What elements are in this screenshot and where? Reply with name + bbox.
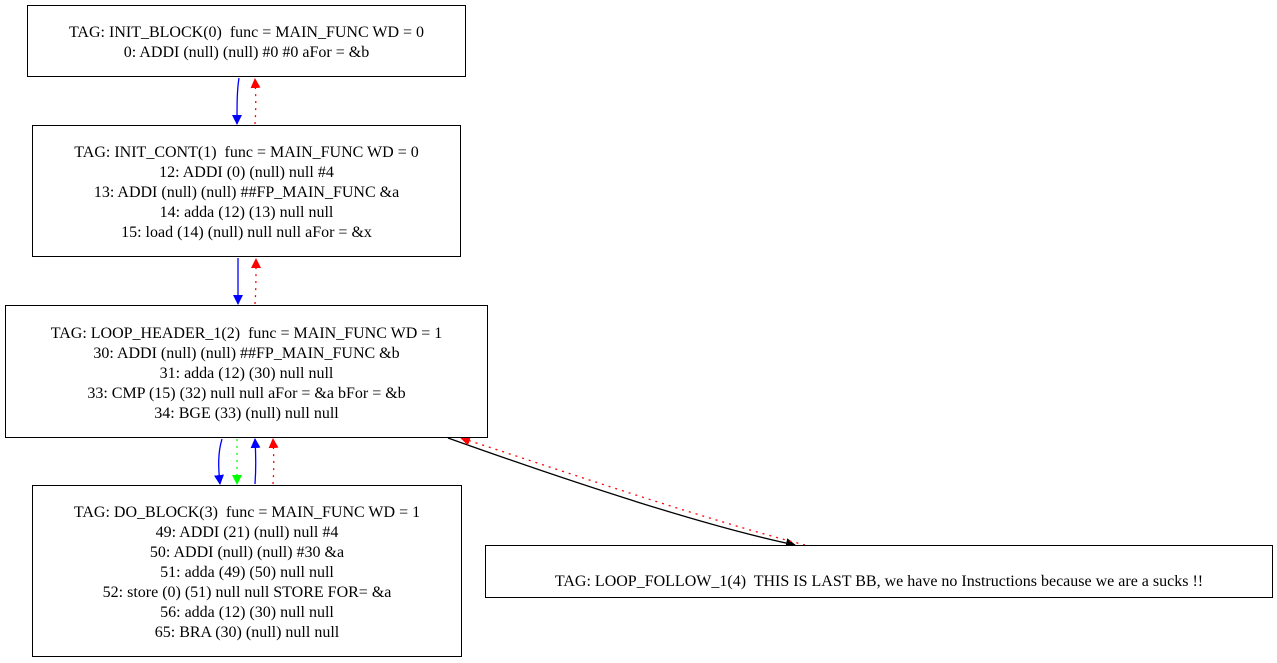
node-loop-header: TAG: LOOP_HEADER_1(2) func = MAIN_FUNC W…: [5, 305, 488, 438]
edge-loop-header-to-do-block-blue: [214, 438, 224, 485]
node-do-block: TAG: DO_BLOCK(3) func = MAIN_FUNC WD = 1…: [32, 485, 462, 657]
node-loop-header-title: TAG: LOOP_HEADER_1(2) func = MAIN_FUNC W…: [50, 324, 443, 342]
node-init-cont-instr: 12: ADDI (0) (null) null #4: [159, 164, 334, 181]
node-loop-header-instr: 31: adda (12) (30) null null: [159, 364, 334, 382]
node-init-cont: TAG: INIT_CONT(1) func = MAIN_FUNC WD = …: [32, 125, 461, 257]
node-do-block-instr: 56: adda (12) (30) null null: [160, 604, 334, 621]
edge-do-block-to-loop-header-red: [268, 438, 279, 485]
node-do-block-instr: 52: store (0) (51) null null STORE FOR= …: [102, 584, 392, 601]
node-loop-follow-title: TAG: LOOP_FOLLOW_1(4) THIS IS LAST BB, w…: [554, 572, 1204, 590]
node-init-cont-title: TAG: INIT_CONT(1) func = MAIN_FUNC WD = …: [74, 144, 419, 161]
node-init-cont-instr: 13: ADDI (null) (null) ##FP_MAIN_FUNC &a: [93, 184, 400, 201]
node-init-block-instr: 0: ADDI (null) (null) #0 #0 aFor = &b: [123, 44, 370, 61]
edge-do-block-to-loop-header-blue: [250, 438, 261, 485]
node-do-block-instr: 51: adda (49) (50) null null: [160, 564, 334, 581]
node-do-block-instr: 50: ADDI (null) (null) #30 &a: [149, 544, 345, 561]
node-loop-header-instr: 34: BGE (33) (null) null null: [154, 404, 339, 422]
node-do-block-instr: 49: ADDI (21) (null) null #4: [155, 524, 339, 541]
edge-loop-header-to-init-cont: [250, 258, 261, 305]
edge-init-cont-to-init-block: [250, 78, 261, 125]
node-loop-header-instr: 33: CMP (15) (32) null null aFor = &a bF…: [87, 384, 406, 402]
node-do-block-instr: 65: BRA (30) (null) null null: [154, 624, 340, 641]
node-do-block-title: TAG: DO_BLOCK(3) func = MAIN_FUNC WD = 1: [73, 504, 421, 521]
node-loop-header-instr: 30: ADDI (null) (null) ##FP_MAIN_FUNC &b: [93, 344, 400, 362]
edge-init-block-to-init-cont: [232, 77, 243, 125]
node-loop-follow: TAG: LOOP_FOLLOW_1(4) THIS IS LAST BB, w…: [485, 545, 1273, 598]
node-init-cont-instr: 15: load (14) (null) null null aFor = &x: [121, 224, 372, 241]
node-init-cont-instr: 14: adda (12) (13) null null: [159, 204, 334, 221]
node-init-block-title: TAG: INIT_BLOCK(0) func = MAIN_FUNC WD =…: [68, 24, 425, 41]
node-init-block: TAG: INIT_BLOCK(0) func = MAIN_FUNC WD =…: [27, 5, 466, 77]
edge-loop-follow-to-loop-header: [460, 436, 806, 546]
edge-loop-header-to-loop-follow: [447, 437, 796, 549]
